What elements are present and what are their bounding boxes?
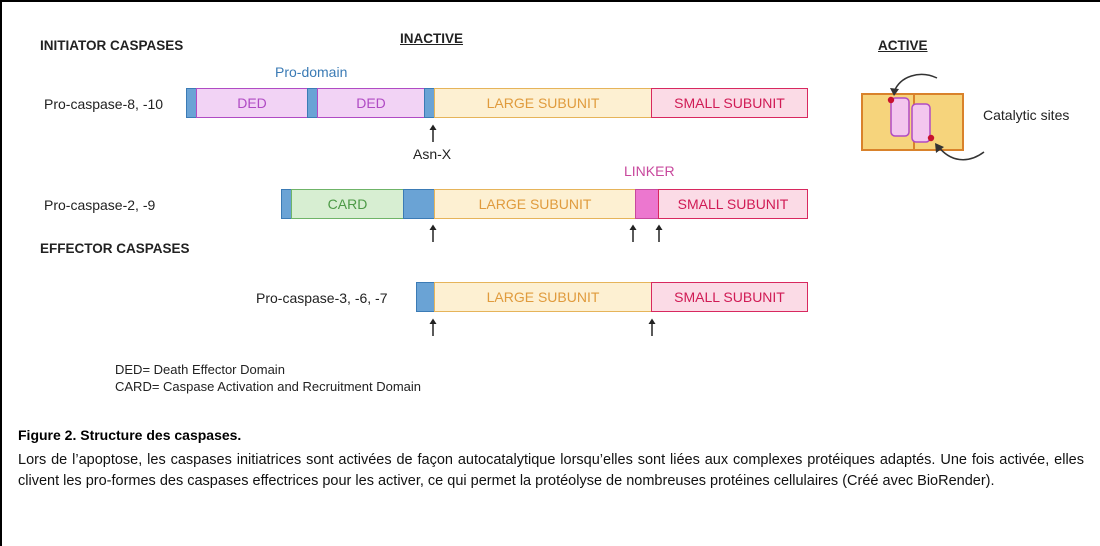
inactive-header: INACTIVE (400, 31, 464, 46)
card-segment: CARD (291, 189, 404, 219)
large-subunit-segment: LARGE SUBUNIT (434, 88, 652, 118)
active-caspase-illustration (861, 73, 985, 161)
catalytic-sites-label: Catalytic sites (983, 107, 1070, 123)
large-subunit-segment: LARGE SUBUNIT (434, 282, 652, 312)
linker-segment (635, 189, 659, 219)
figure-caption-body: Lors de l’apoptose, les caspases initiat… (18, 452, 1084, 489)
ded-segment: DED (317, 88, 425, 118)
asn-x-label: Asn-X (413, 146, 452, 162)
effector-caspases-header: EFFECTOR CASPASES (40, 241, 190, 256)
cleavage-arrow-icon (655, 224, 663, 242)
cleavage-arrow-icon (429, 124, 437, 142)
initiator-caspases-header: INITIATOR CASPASES (40, 38, 184, 53)
prodomain-block (416, 282, 435, 312)
prodomain-block (403, 189, 435, 219)
cleavage-arrow-icon (429, 224, 437, 242)
pro-domain-label: Pro-domain (275, 64, 348, 80)
small-subunit-segment: SMALL SUBUNIT (651, 88, 808, 118)
cleavage-arrow-icon (429, 318, 437, 336)
small-subunit-segment: SMALL SUBUNIT (651, 282, 808, 312)
legend-card: CARD= Caspase Activation and Recruitment… (115, 379, 422, 394)
legend-ded: DED= Death Effector Domain (115, 362, 285, 377)
cleavage-arrow-icon (629, 224, 637, 242)
small-subunit-segment: SMALL SUBUNIT (658, 189, 808, 219)
row-label-caspase-8-10: Pro-caspase-8, -10 (44, 96, 164, 112)
row-label-caspase-2-9: Pro-caspase-2, -9 (44, 197, 156, 213)
cleavage-arrow-icon (648, 318, 656, 336)
ded-segment: DED (196, 88, 308, 118)
large-subunit-segment: LARGE SUBUNIT (434, 189, 636, 219)
row-label-caspase-3-6-7: Pro-caspase-3, -6, -7 (256, 290, 388, 306)
figure-caption-title: Figure 2. Structure des caspases. (18, 427, 242, 443)
active-header: ACTIVE (878, 38, 928, 53)
linker-label: LINKER (624, 163, 675, 179)
